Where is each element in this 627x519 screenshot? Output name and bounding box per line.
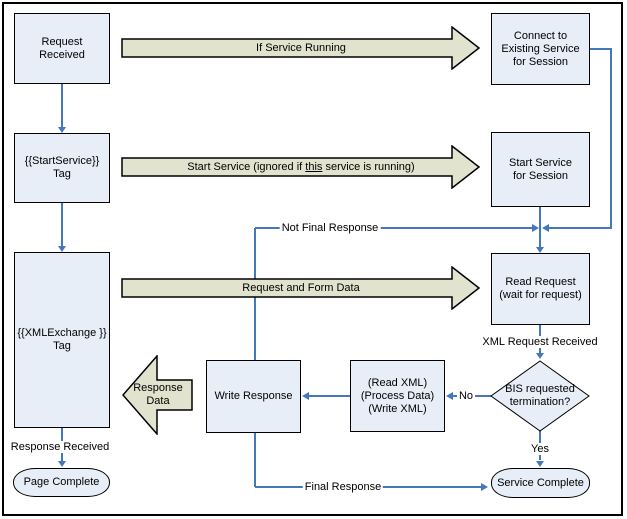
node-startservice-tag: {{StartService}} Tag bbox=[14, 133, 110, 203]
arrowhead-down-icon bbox=[536, 353, 544, 359]
node-decision-diamond: BIS requested termination? bbox=[490, 360, 590, 432]
edge-label-not-final-response: Not Final Response bbox=[279, 222, 381, 234]
node-connect-existing: Connect to Existing Service for Session bbox=[491, 13, 590, 85]
node-write-response: Write Response bbox=[206, 360, 301, 433]
block-arrow-label-response-data: Response Data bbox=[122, 355, 194, 435]
arrowhead-down-icon bbox=[536, 247, 544, 253]
arrowhead-right-icon bbox=[481, 483, 488, 491]
block-arrow-label-start-service: Start Service (ignored if this service i… bbox=[121, 145, 481, 189]
node-service-complete: Service Complete bbox=[491, 468, 590, 498]
connector-writeresponse-down bbox=[254, 433, 256, 487]
connector-notfinal-to-junction bbox=[255, 227, 532, 229]
connector-junction-to-readrequest bbox=[539, 207, 541, 247]
arrowhead-down-icon bbox=[58, 461, 66, 467]
arrowhead-left-icon bbox=[542, 224, 549, 232]
connector-request-to-startservice bbox=[61, 84, 63, 127]
block-arrow-if-service-running-icon bbox=[121, 26, 481, 70]
edge-label-response-received: Response Received bbox=[8, 441, 112, 453]
edge-label-yes: Yes bbox=[529, 443, 551, 455]
arrowhead-down-icon bbox=[58, 127, 66, 133]
connector-process-to-writeresponse bbox=[309, 395, 350, 397]
node-xmlexchange-tag: {{XMLExchange }} Tag bbox=[14, 252, 110, 428]
block-arrow-request-form-data-icon bbox=[121, 266, 481, 310]
edge-label-no: No bbox=[456, 390, 476, 402]
diamond-shape-icon bbox=[490, 360, 590, 432]
node-process-xml: (Read XML) (Process Data) (Write XML) bbox=[350, 360, 445, 432]
arrowhead-right-icon bbox=[532, 224, 539, 232]
edge-label-final-response: Final Response bbox=[302, 481, 384, 493]
arrowhead-down-icon bbox=[58, 246, 66, 252]
start-service-text-post: service is running) bbox=[322, 160, 415, 173]
connector-connect-right-out bbox=[590, 48, 612, 50]
node-request-received: Request Received bbox=[14, 13, 110, 84]
node-page-complete: Page Complete bbox=[13, 468, 110, 497]
start-service-text-this: this bbox=[305, 160, 323, 173]
if-service-running-text: If Service Running bbox=[256, 41, 346, 54]
response-data-text: Response Data bbox=[133, 382, 183, 407]
connector-startservice-to-xmlexchange bbox=[61, 203, 63, 246]
arrowhead-left-icon bbox=[446, 392, 453, 400]
block-arrow-response-data-icon bbox=[122, 355, 193, 435]
arrowhead-left-icon bbox=[302, 392, 309, 400]
block-arrow-label-if-service-running: If Service Running bbox=[121, 26, 481, 70]
block-arrow-start-service-icon bbox=[121, 145, 481, 189]
request-form-data-text: Request and Form Data bbox=[242, 281, 360, 294]
node-start-service-session: Start Service for Session bbox=[491, 132, 590, 207]
node-read-request: Read Request (wait for request) bbox=[491, 253, 590, 325]
connector-connect-to-junction bbox=[549, 227, 611, 229]
block-arrow-label-request-form-data: Request and Form Data bbox=[121, 266, 481, 310]
decision-label: BIS requested termination? bbox=[505, 383, 575, 408]
arrowhead-down-icon bbox=[536, 461, 544, 467]
edge-label-xml-request-received: XML Request Received bbox=[480, 336, 600, 348]
start-service-text-pre: Start Service (ignored if bbox=[187, 160, 306, 173]
connector-connect-down bbox=[610, 48, 612, 229]
